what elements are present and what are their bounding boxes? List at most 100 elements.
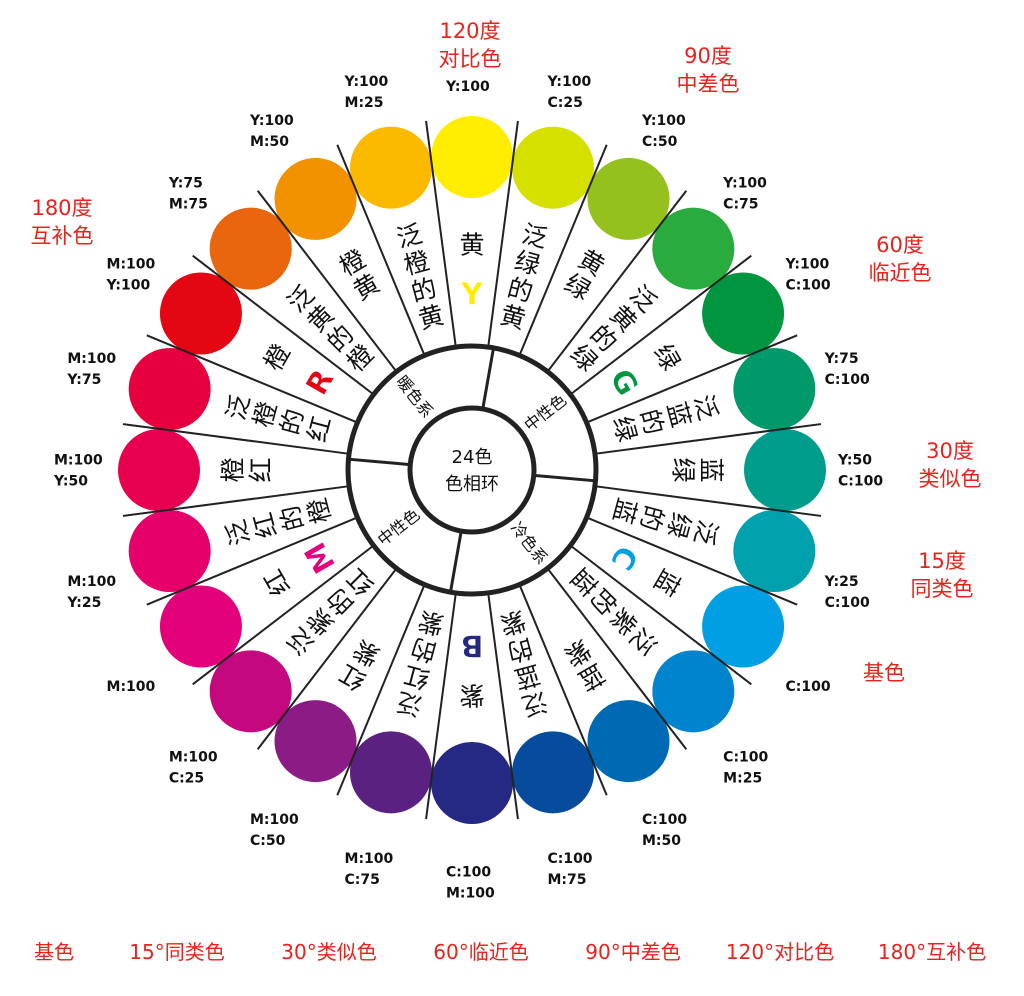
cmyk-value: C:100 <box>785 679 830 695</box>
cmyk-label: M:100 <box>107 679 156 695</box>
relation-text: 基色 <box>863 661 905 685</box>
color-circle <box>209 650 292 733</box>
cmyk-value: Y:100 <box>344 74 389 90</box>
sector-name: 绿 <box>648 339 686 375</box>
cmyk-value: Y:75 <box>824 351 859 367</box>
sector-name-char: 橙 <box>302 495 336 527</box>
sector-name: 橙红 <box>219 457 276 482</box>
sector-name: 蓝 <box>648 564 686 600</box>
legend-60: 60°临近色 <box>433 940 529 964</box>
color-circle <box>652 650 735 733</box>
color-circle <box>744 429 826 511</box>
inner-ring: 24色 色相环 <box>345 343 599 597</box>
segment-divider <box>546 567 688 750</box>
cmyk-value: M:100 <box>345 851 394 867</box>
center-title-line2: 色相环 <box>445 474 499 495</box>
cmyk-value: C:25 <box>547 95 582 111</box>
cmyk-value: Y:50 <box>837 453 872 469</box>
segment-divider <box>146 516 358 606</box>
cmyk-value: C:50 <box>250 833 286 849</box>
cmyk-value: C:100 <box>785 278 830 294</box>
sector-name: 蓝绿 <box>669 457 726 482</box>
sector-name: 橙黄 <box>334 244 384 306</box>
relation-text: 15度 <box>918 549 966 573</box>
divider-lines <box>122 120 822 820</box>
segment-divider <box>122 423 350 455</box>
relation-text: 180度 <box>31 196 92 220</box>
cmyk-label: Y:75C:100 <box>824 351 870 388</box>
legend-30: 30°类似色 <box>281 940 377 964</box>
sector-name-char: 红 <box>258 564 296 600</box>
cmyk-value: C:100 <box>825 372 870 388</box>
color-circle <box>587 157 670 240</box>
color-circle <box>431 116 513 198</box>
cmyk-value: Y:25 <box>824 574 859 590</box>
cmyk-value: Y:100 <box>445 79 490 95</box>
cmyk-value: C:100 <box>723 750 768 766</box>
cmyk-value: M:75 <box>547 872 586 888</box>
segment-divider <box>586 516 798 606</box>
color-circle <box>274 157 357 240</box>
sector-name-char: 黄 <box>415 300 447 334</box>
color-circle <box>702 585 785 668</box>
segment-divider <box>336 144 426 356</box>
primary-letter-g: G <box>602 363 645 402</box>
sector-name-char: 紫 <box>497 605 529 639</box>
sector-name-char: 蓝 <box>697 457 726 482</box>
color-circle <box>512 731 595 814</box>
sector-name: 紫 <box>459 681 484 710</box>
segment-divider <box>256 567 398 750</box>
sector-name: 黄 <box>459 231 484 260</box>
color-circle <box>733 510 816 593</box>
cmyk-value: M:50 <box>250 134 289 150</box>
ring-dividers <box>348 347 596 593</box>
sector-name: 红 <box>258 564 296 600</box>
color-circle <box>587 700 670 783</box>
cmyk-value: C:75 <box>723 196 758 212</box>
primary-letter-y: Y <box>460 278 484 313</box>
color-circle <box>274 700 357 783</box>
relation-text: 类似色 <box>919 467 982 491</box>
cmyk-value: C:25 <box>169 771 204 787</box>
sector-name-char: 蓝 <box>607 495 641 527</box>
color-circle <box>209 207 292 290</box>
relation-text: 对比色 <box>439 47 502 71</box>
segment-divider <box>546 190 688 373</box>
cmyk-value: Y:75 <box>66 372 101 388</box>
ring-divider <box>533 473 596 483</box>
cmyk-value: C:100 <box>547 851 592 867</box>
cmyk-value: C:100 <box>825 595 870 611</box>
cmyk-value: C:50 <box>642 134 678 150</box>
relation-text: 同类色 <box>911 577 974 601</box>
segment-divider <box>192 254 375 396</box>
cmyk-value: C:100 <box>446 865 491 881</box>
cmyk-value: Y:75 <box>168 175 203 191</box>
segment-divider <box>569 254 752 396</box>
cmyk-value: M:100 <box>67 574 116 590</box>
sector-name-char: 橙 <box>258 339 296 375</box>
sector-name-char: 绿 <box>648 339 686 375</box>
cmyk-value: M:100 <box>67 351 116 367</box>
segment-divider <box>569 544 752 686</box>
cmyk-value: Y:100 <box>106 278 151 294</box>
cmyk-value: Y:50 <box>53 474 88 490</box>
relation-text: 60度 <box>876 233 924 257</box>
cmyk-label: Y:25C:100 <box>824 574 870 611</box>
segment-divider <box>336 584 426 796</box>
